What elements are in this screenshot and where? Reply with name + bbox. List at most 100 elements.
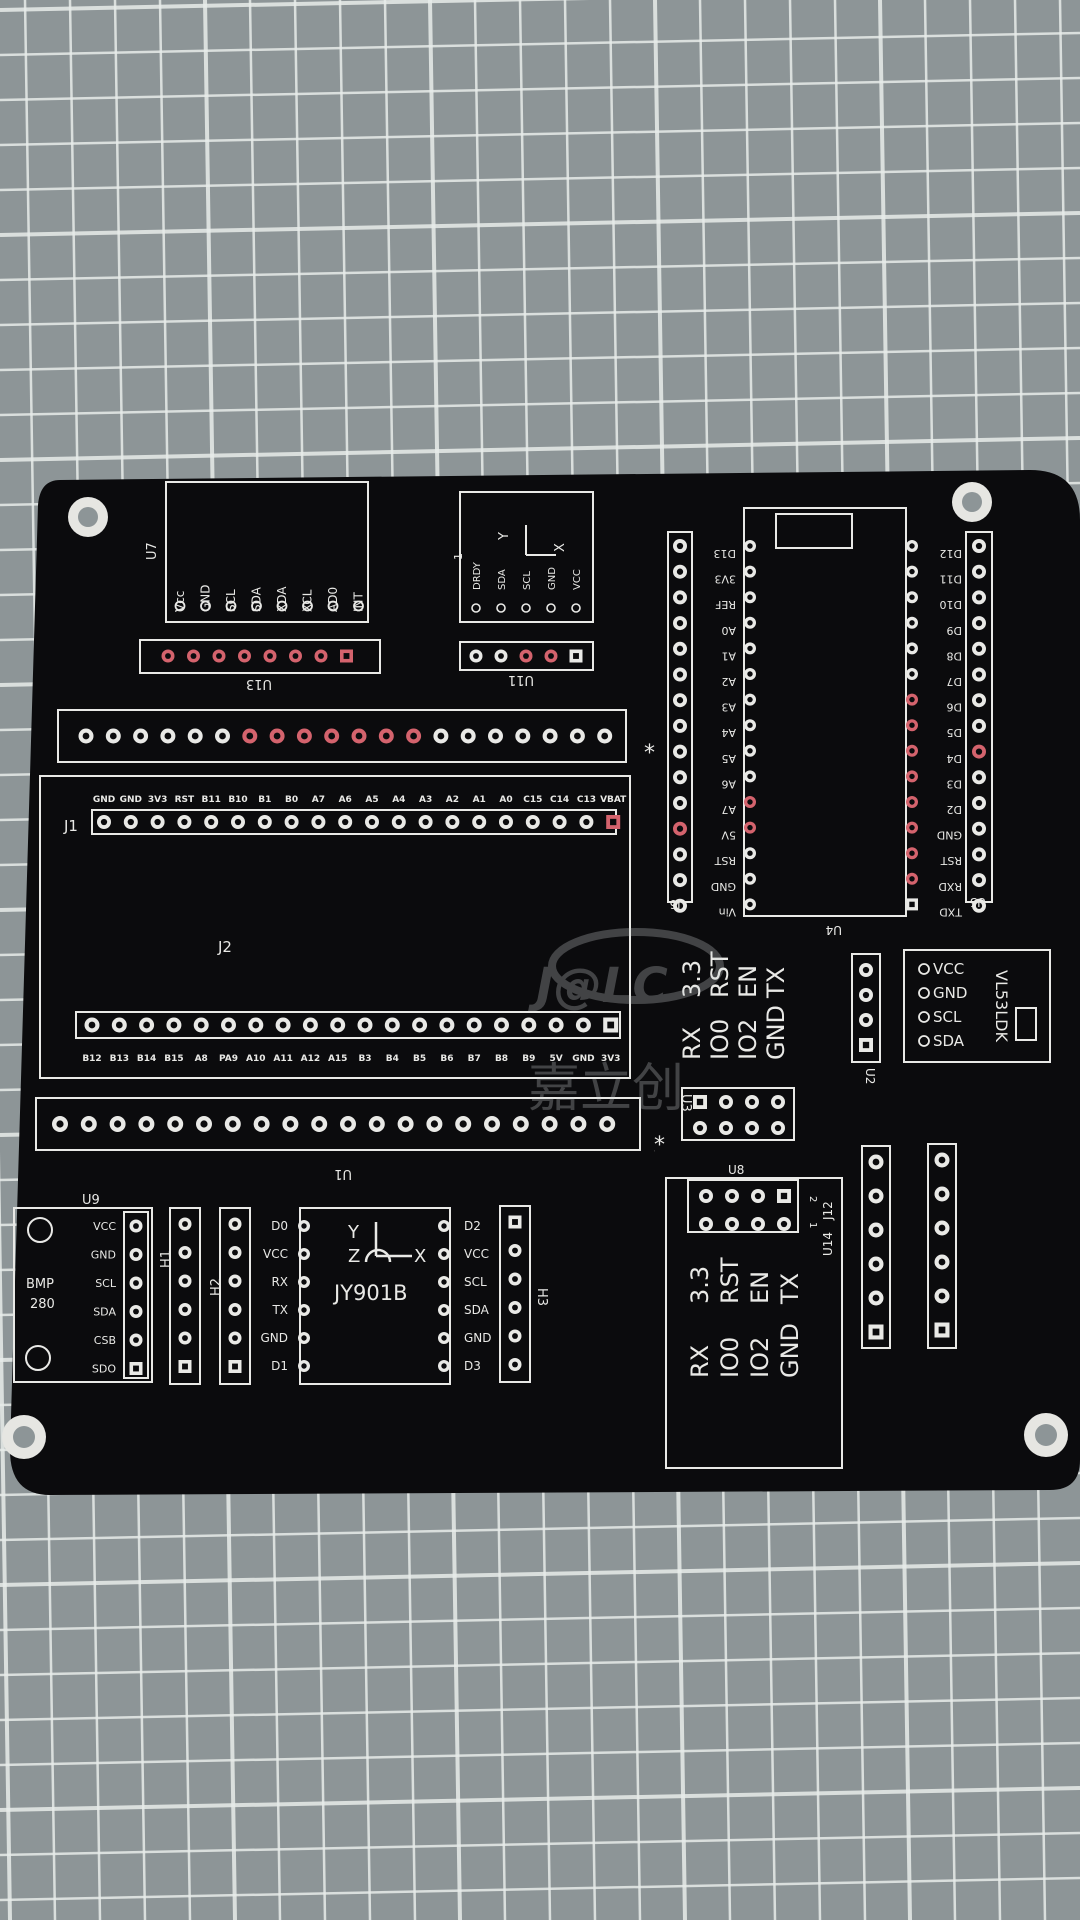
jy901-left-pin-label: TX — [271, 1303, 288, 1317]
u4-left-pin-label: RST — [714, 854, 736, 867]
u9-pin-label: SDO — [92, 1363, 116, 1376]
u4-right-pin-label: RST — [940, 854, 962, 867]
j1-pin-label: C13 — [577, 795, 596, 805]
j1-pin-label: C14 — [550, 795, 569, 805]
jy901-left-pin-label: GND — [260, 1331, 288, 1345]
u11-axis-y: Y — [497, 532, 512, 541]
u7-pin-label: SDA — [250, 586, 264, 612]
j2-pin-label: B9 — [522, 1054, 535, 1064]
jy901-right-pin-label: D2 — [464, 1219, 481, 1233]
vl53-pin-label: VCC — [933, 960, 964, 978]
j1-pin-label: B0 — [285, 795, 298, 805]
u13-designator: U13 — [246, 676, 272, 691]
u4-right-pin-label: D5 — [947, 726, 962, 739]
u11-designator: U11 — [508, 672, 534, 687]
u8-footprint — [665, 1177, 843, 1469]
j2-pin-label: B7 — [468, 1054, 481, 1064]
esp01-label: IO2 — [734, 1019, 762, 1060]
j1-pin-label: B11 — [202, 795, 221, 805]
esp01-label: 3.3 — [678, 960, 706, 998]
jy901-right-pin-label: SCL — [464, 1275, 487, 1289]
esp01-label: GND — [776, 1323, 804, 1378]
j2-pin-label: A11 — [273, 1054, 293, 1064]
u7-designator: U7 — [145, 542, 160, 560]
u11-axis-arrows — [525, 525, 556, 556]
jy901-left-pin-label: D1 — [271, 1359, 288, 1373]
pcb-board — [10, 470, 1080, 1495]
u4-left-pin-label: A7 — [721, 803, 736, 816]
h1-pads — [178, 1217, 192, 1373]
u4-right-pin-label: D6 — [947, 701, 962, 714]
j2-pin-label: B15 — [164, 1054, 183, 1064]
u4-left-pin-label: A5 — [721, 752, 736, 765]
u4-right-pin-label: D3 — [947, 777, 962, 790]
u4-right-pin-label: GND — [937, 829, 962, 842]
u4-left-pin-label: Vin — [719, 905, 736, 918]
u4-right-pin-label: D7 — [947, 675, 962, 688]
u4-left-pin-label: 3V3 — [714, 573, 736, 586]
esp01-label: 3.3 — [686, 1266, 714, 1304]
u8-designator: U8 — [728, 1163, 744, 1177]
u4-left-pin-label: A4 — [721, 726, 736, 739]
u3-outline — [681, 1087, 795, 1141]
j1-pin-label: GND — [120, 795, 142, 805]
j1-pin-label: A7 — [312, 795, 325, 805]
u3-pads — [693, 1095, 785, 1135]
jy901-right-pin-label: VCC — [464, 1247, 489, 1261]
esp01-label: IO0 — [716, 1337, 744, 1378]
u11-axis-x: X — [553, 543, 568, 552]
j2-pin-label: 5V — [549, 1054, 562, 1064]
esp01-label: TX — [762, 967, 790, 999]
j2-pin-label: GND — [572, 1054, 594, 1064]
vl53-pin-label: GND — [933, 984, 967, 1002]
u9-module-label-line1: BMP — [26, 1277, 54, 1292]
j2-outline — [39, 775, 631, 1079]
h2-designator: H2 — [209, 1278, 224, 1296]
vl53-footprint — [903, 949, 1051, 1063]
u4-left-pin-label: REF — [715, 598, 736, 611]
j2-pin-label: A15 — [328, 1054, 348, 1064]
j2-pin-label: B14 — [137, 1054, 156, 1064]
u4-right-pin-label: D2 — [947, 803, 962, 816]
j2-pin-label: B3 — [358, 1054, 371, 1064]
u3-marker: * — [654, 1151, 655, 1153]
u1-outline — [35, 1097, 641, 1151]
j1-pin-label: B10 — [228, 795, 247, 805]
u1-marker: * — [654, 1133, 665, 1158]
u9-footprint — [13, 1207, 153, 1383]
u4-right-pin-label: D12 — [940, 547, 962, 560]
esp01-label: RST — [716, 1257, 744, 1304]
vl53-pin-label: SDA — [933, 1032, 965, 1050]
esp01-label: EN — [746, 1271, 774, 1304]
h3-pads — [508, 1215, 522, 1371]
vl53-name: VL53LDK — [992, 970, 1011, 1042]
j1-pin-label: A0 — [499, 795, 512, 805]
j2-pin-label: 3V3 — [601, 1054, 621, 1064]
h2-pads — [228, 1217, 242, 1373]
u9-pin-label: SDA — [93, 1306, 116, 1319]
esp01-label: IO0 — [706, 1019, 734, 1060]
u8-pin-mark-2: 2 — [807, 1196, 818, 1202]
header-top-pads — [78, 728, 613, 744]
u7-pin-label: AD0 — [326, 587, 340, 612]
jy901-right-pin-label: GND — [464, 1331, 492, 1345]
j1-pin-label: RST — [175, 795, 195, 805]
u14-outline — [861, 1145, 891, 1349]
u4-left-pin-label: A0 — [721, 624, 736, 637]
u5-pads — [972, 539, 986, 913]
jy901-right-pin-label: SDA — [464, 1303, 490, 1317]
u7-pin-label: GND — [199, 584, 213, 612]
h3-designator: H3 — [534, 1288, 549, 1306]
u4-right-pin-label: TXD — [939, 905, 963, 918]
u9-pin-label: VCC — [93, 1220, 116, 1233]
u11-pin1-mark: 1 — [452, 553, 465, 560]
jy901-outline — [299, 1207, 451, 1385]
u4-designator: U4 — [826, 923, 842, 937]
